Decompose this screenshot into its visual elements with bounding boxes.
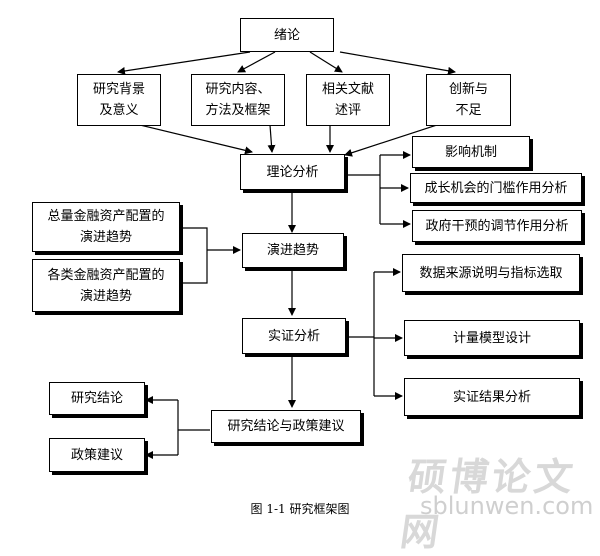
connector-total-trend	[180, 227, 208, 270]
arrow-content-theory	[267, 124, 276, 153]
node-category-trend: 各类金融资产配置的 演进趋势	[32, 259, 180, 312]
node-background: 研究背景 及意义	[77, 74, 161, 126]
arrow-intro-review	[309, 51, 343, 73]
node-total-trend: 总量金融资产配置的 演进趋势	[32, 202, 180, 252]
arrow-intro-innovation	[339, 51, 456, 75]
arrow-innovation-theory	[344, 123, 441, 157]
arrow-background-theory	[139, 124, 253, 155]
node-innovation: 创新与 不足	[426, 74, 511, 126]
arrow-intro-background	[117, 51, 251, 75]
watermark-url: sblunwen.com	[420, 492, 594, 520]
node-mechanism: 影响机制	[412, 136, 530, 168]
node-theory: 理论分析	[240, 154, 345, 190]
node-result: 实证结果分析	[404, 378, 580, 416]
node-conclusion-policy: 研究结论与政策建议	[211, 410, 361, 443]
arrow-intro-content	[237, 51, 276, 73]
connector-category-trend	[180, 270, 208, 284]
node-government: 政府干预的调节作用分析	[412, 210, 582, 242]
node-evolution: 演进趋势	[242, 233, 344, 268]
node-intro: 绪论	[240, 18, 334, 52]
node-conclusion: 研究结论	[49, 382, 145, 415]
framework-diagram	[117, 51, 456, 459]
node-policy: 政策建议	[49, 438, 145, 472]
figure-caption: 图 1-1 研究框架图	[250, 502, 350, 516]
node-model: 计量模型设计	[404, 320, 580, 356]
node-threshold: 成长机会的门槛作用分析	[410, 173, 582, 203]
node-content: 研究内容、 方法及框架	[191, 74, 285, 126]
node-data-source: 数据来源说明与指标选取	[402, 254, 580, 292]
node-empirical: 实证分析	[242, 318, 346, 354]
node-review: 相关文献 述评	[306, 74, 390, 126]
